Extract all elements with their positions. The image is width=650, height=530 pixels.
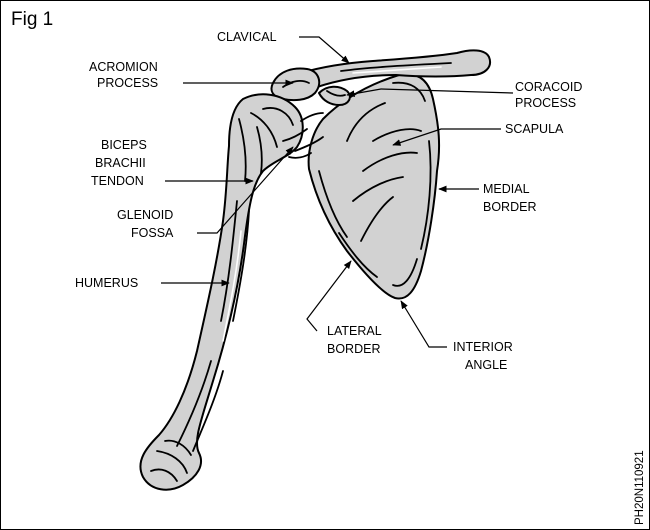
scapula-bone [309, 74, 439, 298]
medial-border-label-line2: BORDER [483, 200, 536, 214]
interior-angle-label-line1: INTERIOR [453, 340, 513, 354]
glenoid-label-line2: FOSSA [131, 226, 174, 240]
biceps-label-line1: BICEPS [101, 138, 147, 152]
glenoid-label-line1: GLENOID [117, 208, 173, 222]
coracoid-label-line1: CORACOID [515, 80, 582, 94]
interior-angle-label-line2: ANGLE [465, 358, 507, 372]
lateral-border-leader [307, 261, 351, 331]
humerus-bone [140, 94, 302, 489]
biceps-label-line3: TENDON [91, 174, 144, 188]
clavical-leader [299, 37, 349, 63]
coracoid-label-line2: PROCESS [515, 96, 576, 110]
interior-angle-leader [401, 301, 447, 347]
scapula-label: SCAPULA [505, 122, 564, 136]
humerus-label: HUMERUS [75, 276, 138, 290]
figure-code: PH20N110921 [634, 450, 646, 525]
medial-border-label-line1: MEDIAL [483, 182, 530, 196]
lateral-border-label-line2: BORDER [327, 342, 380, 356]
acromion-label-line1: ACROMION [89, 60, 158, 74]
acromion-label-line2: PROCESS [97, 76, 158, 90]
lateral-border-label-line1: LATERAL [327, 324, 382, 338]
biceps-label-line2: BRACHII [95, 156, 146, 170]
acromion-process-bone [271, 69, 319, 101]
clavical-label: CLAVICAL [217, 30, 277, 44]
coracoid-process-bone [319, 87, 350, 105]
